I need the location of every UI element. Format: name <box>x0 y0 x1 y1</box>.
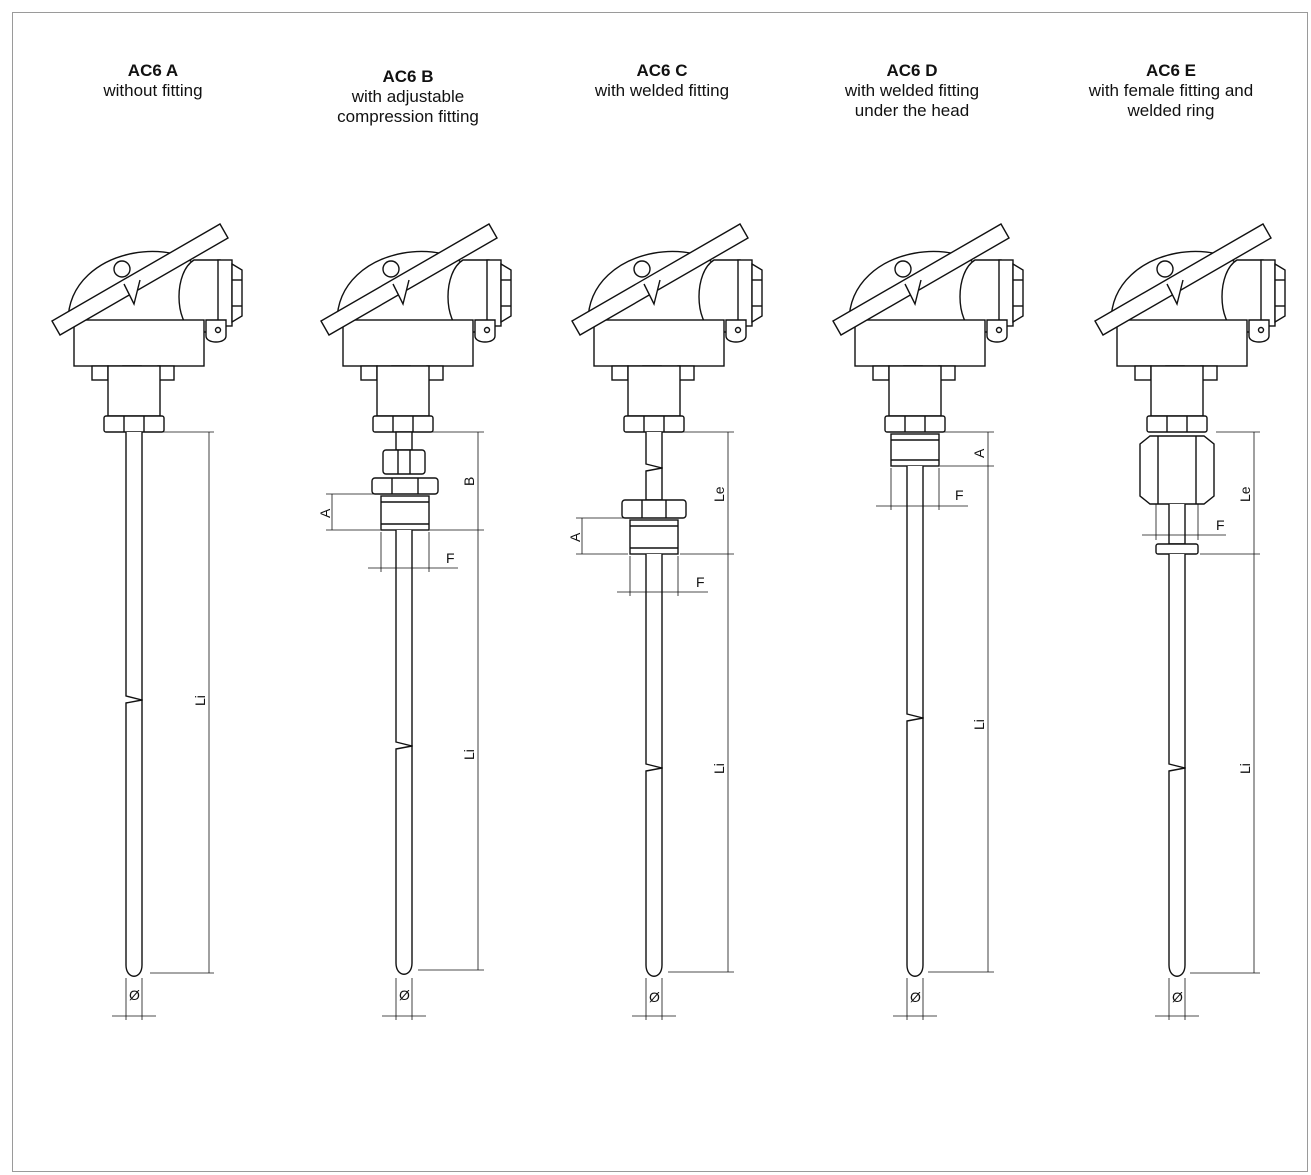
variant-title-c: AC6 C with welded fitting <box>542 61 782 101</box>
dim-f-b: F <box>446 550 455 566</box>
variant-title-d: AC6 D with welded fitting under the head <box>792 61 1032 121</box>
variant-desc-b: with adjustable compression fitting <box>337 87 479 126</box>
drawing-frame <box>12 12 1308 1172</box>
dim-b-b: B <box>461 477 477 486</box>
dim-dia-d: Ø <box>910 989 921 1005</box>
dim-dia-c: Ø <box>649 989 660 1005</box>
dim-dia-b: Ø <box>399 987 410 1003</box>
thermometer-b: B A F Li Ø <box>317 223 512 1020</box>
thermometer-a: Li Ø <box>51 223 243 1020</box>
dim-f-d: F <box>955 487 964 503</box>
dim-a-c: A <box>567 532 583 542</box>
dim-f-e: F <box>1216 517 1225 533</box>
variant-code-d: AC6 D <box>886 61 938 80</box>
dim-li-d: Li <box>971 719 987 730</box>
dim-dia-e: Ø <box>1172 989 1183 1005</box>
variant-code-b: AC6 B <box>382 67 434 86</box>
dim-f-c: F <box>696 574 705 590</box>
dim-le-e: Le <box>1237 486 1253 502</box>
dim-le-c: Le <box>711 486 727 502</box>
dim-a-b: A <box>317 508 333 518</box>
dim-li-b: Li <box>461 749 477 760</box>
variant-code-a: AC6 A <box>127 61 179 80</box>
variant-title-b: AC6 B with adjustable compression fittin… <box>288 67 528 127</box>
variant-code-e: AC6 E <box>1145 61 1197 80</box>
variant-desc-a: without fitting <box>103 81 203 100</box>
thermometer-c: Le A F Li Ø <box>567 223 763 1020</box>
thermometer-e: Le F Li Ø <box>1094 223 1286 1020</box>
variant-title-e: AC6 E with female fitting and welded rin… <box>1051 61 1291 121</box>
dim-dia-a: Ø <box>129 987 140 1003</box>
dim-a-d: A <box>971 448 987 458</box>
thermometer-d: A F Li Ø <box>832 223 1024 1020</box>
dim-li-a: Li <box>192 695 208 706</box>
variant-title-a: AC6 A without fitting <box>33 61 273 101</box>
dim-li-e: Li <box>1237 763 1253 774</box>
variant-desc-c: with welded fitting <box>594 81 730 100</box>
variant-code-c: AC6 C <box>636 61 688 80</box>
variant-desc-e: with female fitting and welded ring <box>1088 81 1254 120</box>
variant-desc-d: with welded fitting under the head <box>844 81 980 120</box>
dim-li-c: Li <box>711 763 727 774</box>
